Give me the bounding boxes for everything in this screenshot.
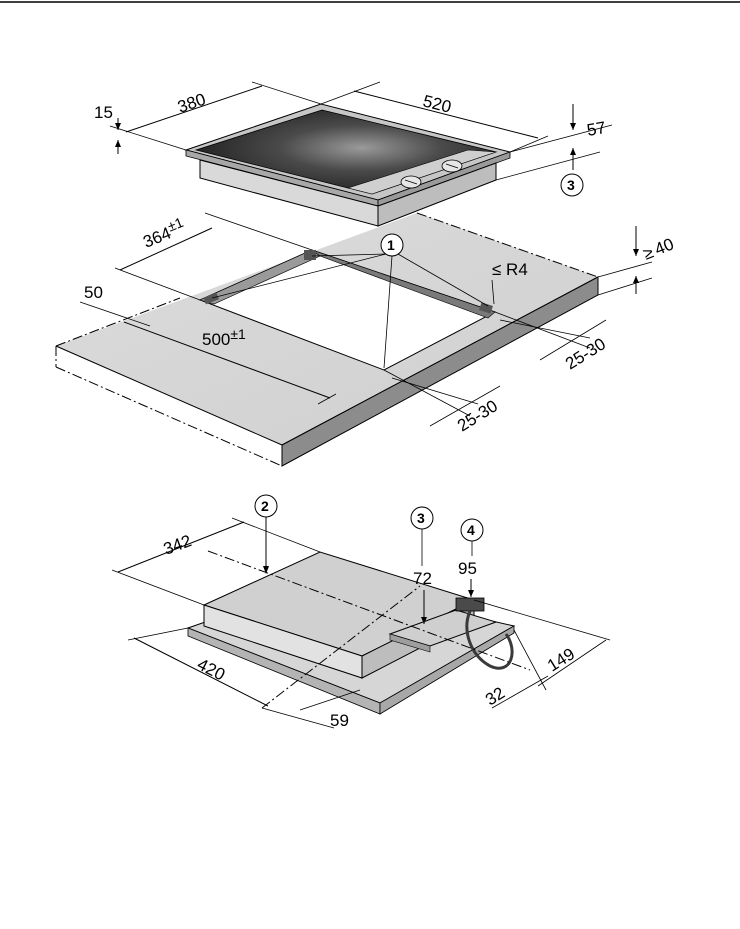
- svg-text:3: 3: [417, 510, 425, 526]
- bracket-icon: [479, 302, 493, 314]
- svg-text:3: 3: [567, 177, 575, 193]
- dim-364: 364±1: [139, 214, 188, 252]
- dim-thickness: ≥40: [640, 234, 676, 263]
- bracket-icon: [203, 292, 219, 305]
- dim-500: 500±1: [202, 326, 246, 349]
- dim-59: 59: [330, 711, 349, 730]
- dim-149: 149: [544, 644, 578, 675]
- hob-underside-view: 342 420 59 149 32 72 95 2 3: [111, 494, 611, 730]
- dim-380: 380: [175, 90, 208, 117]
- bracket-icon: [304, 250, 316, 260]
- power-cable-icon: [465, 610, 514, 670]
- dim-radius: ≤ R4: [492, 260, 528, 279]
- dim-50: 50: [84, 283, 103, 302]
- dim-95: 95: [458, 559, 477, 578]
- svg-text:2: 2: [261, 498, 269, 514]
- dim-342: 342: [161, 531, 194, 559]
- dim-72: 72: [413, 569, 432, 588]
- svg-text:1: 1: [387, 237, 395, 253]
- control-housing-front: [389, 633, 431, 653]
- dim-25-30-front: 25-30: [454, 396, 501, 435]
- dim-57: 57: [585, 118, 607, 140]
- underside-frame-edge-right: [379, 625, 515, 715]
- worktop-cutout-view: 1 364±1 50 500±1 25-30 25-30 ≤ R4: [55, 212, 676, 467]
- dim-15: 15: [94, 103, 113, 122]
- connection-box-icon: [455, 597, 485, 612]
- callout-3-top: [560, 173, 584, 197]
- cutout-wall-right: [311, 249, 496, 319]
- hob-top-view: 380 15 520 57 3: [94, 81, 613, 227]
- dim-520: 520: [421, 91, 453, 116]
- dim-420: 420: [194, 655, 228, 685]
- hob-frame-right: [377, 151, 511, 207]
- dim-32: 32: [482, 683, 508, 709]
- svg-text:4: 4: [467, 522, 475, 538]
- hob-control-strip: [346, 149, 497, 195]
